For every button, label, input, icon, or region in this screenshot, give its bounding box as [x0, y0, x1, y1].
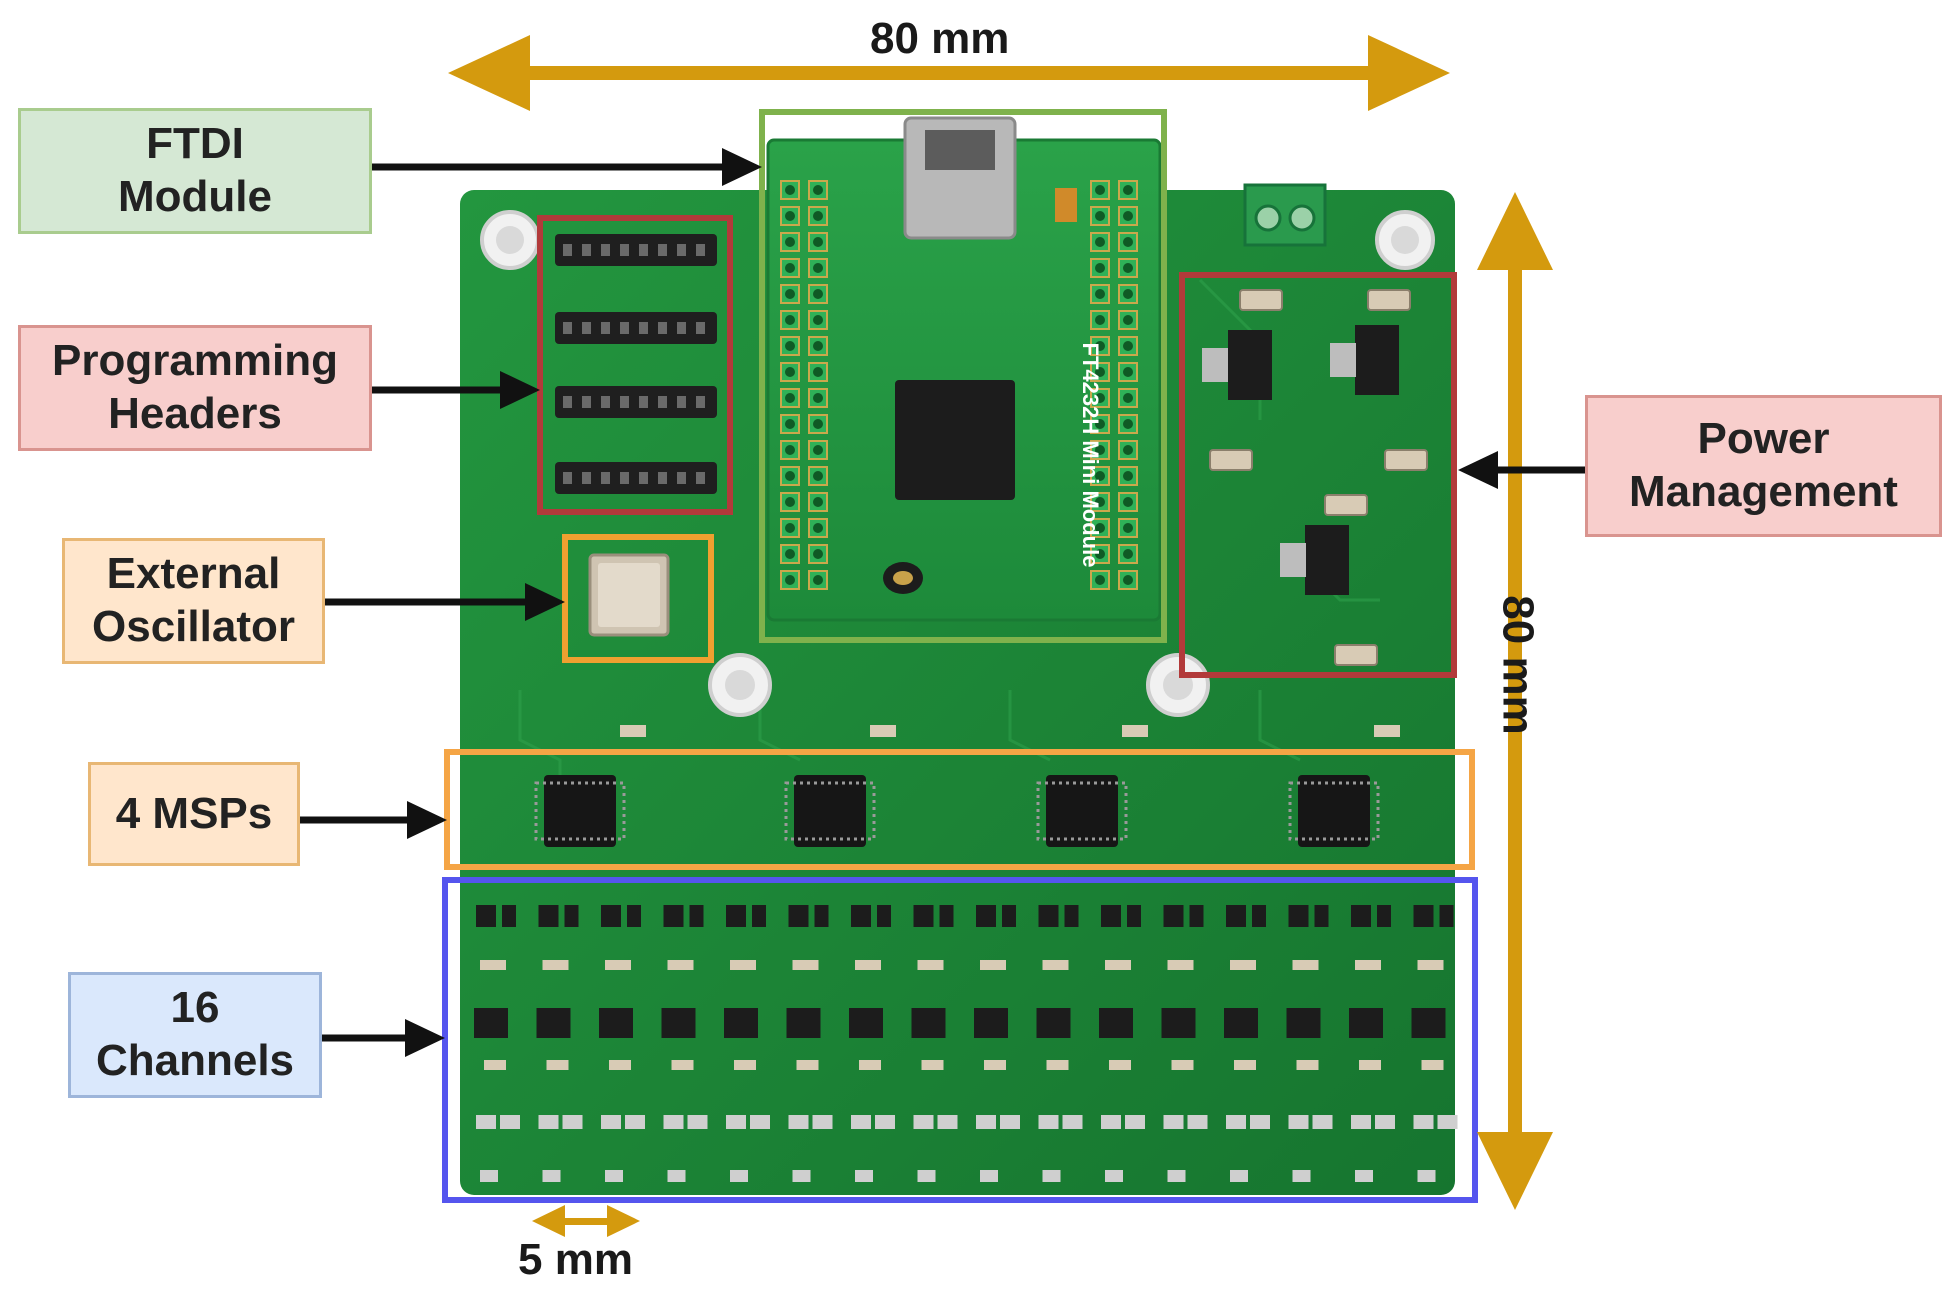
- pointer-arrows: [300, 148, 1585, 1057]
- top-arrow-left-head: [448, 35, 530, 111]
- right-arrow-top-head: [1477, 192, 1553, 270]
- module-silkscreen: FT4232H Mini Module: [1078, 343, 1103, 568]
- msps-label: 4 MSPs: [88, 762, 300, 866]
- top-arrow-right-head: [1368, 35, 1450, 111]
- pitch-arrow-left-head: [532, 1205, 565, 1237]
- channels-outline-box: [442, 877, 1478, 1203]
- channels-label: 16 Channels: [68, 972, 322, 1098]
- programming-headers-pins: [555, 234, 717, 494]
- power-components: [1202, 289, 1428, 666]
- ftdi-module-label: FTDI Module: [18, 108, 372, 234]
- ftdi-outline-box: [759, 109, 1167, 643]
- channel-strip-components: [474, 905, 1458, 1182]
- power-outline-box: [1179, 272, 1457, 678]
- ftdi-module-pin-rows: [780, 180, 1138, 590]
- top-width-dimension: 80 mm: [870, 14, 1010, 63]
- programming-headers-label: Programming Headers: [18, 325, 372, 451]
- terminal-block: [1243, 183, 1327, 247]
- msps-outline-box: [444, 749, 1475, 870]
- oscillator-chip: [588, 553, 670, 637]
- channel-pitch-dimension: 5 mm: [518, 1235, 633, 1284]
- right-arrow-bottom-head: [1477, 1132, 1553, 1210]
- dimension-arrows: [448, 35, 1553, 1237]
- oscillator-outline-box: [562, 534, 714, 663]
- right-height-dimension: 80 mm: [1493, 595, 1543, 735]
- right-arrow-shaft: [1508, 240, 1522, 1140]
- pitch-arrow-shaft: [560, 1218, 620, 1225]
- annotation-boxes: [442, 109, 1478, 1203]
- external-oscillator-label: External Oscillator: [62, 538, 325, 664]
- programming-outline-box: [537, 215, 733, 515]
- msp-chips: [534, 725, 1400, 847]
- power-management-label: Power Management: [1585, 395, 1942, 537]
- pitch-arrow-right-head: [607, 1205, 640, 1237]
- top-arrow-shaft: [505, 66, 1405, 80]
- ftdi-module-board: [766, 116, 1162, 622]
